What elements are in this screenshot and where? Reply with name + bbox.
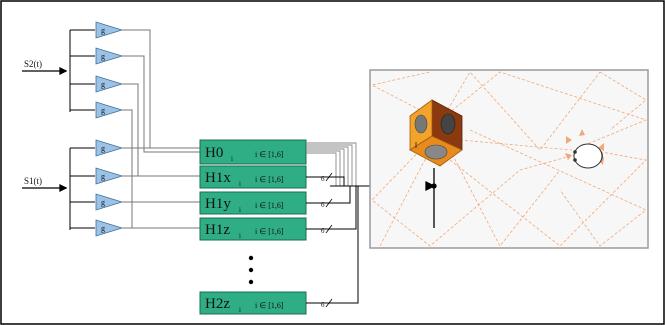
bus-count-h1x: 6 (321, 175, 325, 183)
bus-count-h2z: 6 (321, 301, 325, 309)
gain-amplifier-4 (95, 101, 124, 119)
gain-label: g (101, 224, 105, 233)
gain-label: g (101, 80, 105, 89)
filter-range: i ∈ [1,6] (255, 201, 284, 210)
filter-name: H1z (205, 222, 230, 238)
input-label-s1: S1(t) (24, 176, 42, 186)
ellipsis-dots (248, 255, 254, 285)
bus-slash-marks (325, 172, 333, 308)
speaker-feed (425, 168, 437, 228)
bus-count-h1z: 6 (321, 227, 325, 235)
filter-range: i ∈ [1,6] (255, 150, 284, 159)
gain-amplifier-7 (95, 193, 124, 211)
filter-box (199, 139, 307, 165)
filter-subscript: i (231, 155, 233, 163)
input-arrows (22, 66, 68, 193)
filter-h1y: H1y i i ∈ [1,6] (199, 191, 307, 215)
filter-name: H2z (205, 296, 230, 312)
gain-amplifier-3 (95, 75, 124, 93)
h0-bus-lines (306, 142, 357, 186)
filter-range: i ∈ [1,6] (255, 301, 284, 310)
filter-h2z: H2z i i ∈ [1,6] (199, 291, 307, 315)
filter-subscript: i (239, 206, 241, 214)
reflection-rays (370, 71, 648, 247)
gain-amplifier-5 (95, 139, 124, 157)
gain-amplifier-8 (95, 219, 124, 237)
gain-label: g (101, 52, 105, 61)
gain-label: g (101, 26, 105, 35)
input-label-s2: S2(t) (24, 59, 42, 69)
filter-h1x: H1x i i ∈ [1,6] (199, 165, 307, 189)
gain-amplifier-6 (95, 167, 124, 185)
gain-label: g (101, 198, 105, 207)
bus-count-h1y: 6 (321, 201, 325, 209)
gain-label: g (101, 172, 105, 181)
routing-wires (122, 29, 200, 229)
gain-amplifier-1 (95, 21, 124, 39)
filter-subscript: i (239, 180, 241, 188)
filter-subscript: i (239, 232, 241, 240)
loudspeaker-cube-icon (409, 99, 463, 167)
gain-amplifiers: g g g g g g g g (95, 21, 124, 237)
filter-name: H1y (205, 196, 231, 212)
input-arrowhead-s1 (59, 183, 68, 193)
filter-h0: H0 i i ∈ [1,6] (199, 139, 307, 165)
filter-range: i ∈ [1,6] (255, 175, 284, 184)
splitter-trunks (69, 29, 95, 230)
filter-name: H1x (205, 170, 231, 186)
filter-h1z: H1z i i ∈ [1,6] (199, 217, 307, 241)
filter-range: i ∈ [1,6] (255, 227, 284, 236)
filter-subscript: i (239, 306, 241, 314)
gain-label: g (101, 106, 105, 115)
input-arrowhead-s2 (59, 66, 68, 76)
filter-name: H0 (205, 145, 223, 161)
listener-head-icon (573, 143, 603, 169)
gain-amplifier-2 (95, 47, 124, 65)
filter-bank: H0 i i ∈ [1,6] H1x i i ∈ [1,6] H1y i i ∈… (199, 139, 307, 315)
gain-label: g (101, 144, 105, 153)
